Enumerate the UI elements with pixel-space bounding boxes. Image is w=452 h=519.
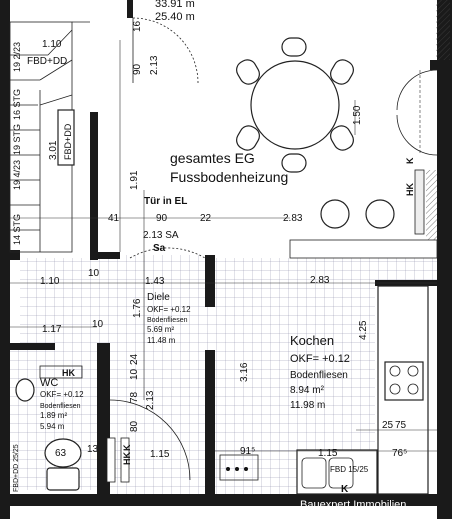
dim-2-13-b: 2.13	[145, 390, 156, 410]
dim-91: 91⁵	[240, 446, 255, 457]
dim-16: 16	[132, 20, 143, 32]
dim-75: 75	[395, 420, 407, 431]
area-top-2: 25.40 m	[155, 11, 195, 23]
dim-63: 63	[55, 448, 67, 459]
dim-41: 41	[108, 213, 120, 224]
wc-label: WC	[40, 377, 58, 389]
fbd-dd-label: FBD+DD	[27, 56, 67, 67]
dim-76: 76⁵	[392, 448, 407, 459]
dim-2-83-b: 2.83	[310, 275, 330, 286]
stair-label-19-1: 19 STG	[12, 124, 22, 155]
dim-1-15: 1.15	[150, 449, 170, 460]
terrace-door	[396, 69, 438, 156]
door-el-label: Tür in EL	[144, 196, 187, 207]
stool	[365, 199, 395, 229]
k-label: K	[341, 484, 349, 495]
diele-label: Diele	[147, 292, 170, 303]
fbd-kitchen-label: FBD 15/25	[330, 465, 369, 474]
dim-4-25: 4.25	[358, 320, 369, 340]
kitchen-floor: Bodenfliesen	[290, 370, 348, 381]
kitchen-label: Kochen	[290, 333, 334, 348]
dim-3-16: 3.16	[239, 362, 250, 382]
dim-1-10-top: 1.10	[42, 39, 62, 50]
hk-label: HK	[405, 183, 415, 196]
dim-1-17: 1.17	[42, 324, 62, 335]
dim-1-10: 1.10	[40, 276, 60, 287]
dimension-values: 1.10 16 90 2.13 1.50 3.01 1.91 41 90 22 …	[40, 20, 407, 460]
sa-label: Sa	[153, 243, 166, 254]
kitchen-okf: OKF= +0.12	[290, 353, 350, 365]
dim-1-50: 1.50	[352, 105, 363, 125]
corridor-tiled-floor	[215, 258, 437, 280]
diele-okf: OKF= +0.12	[147, 305, 191, 314]
kitchen-counter	[219, 239, 438, 495]
diele-door	[129, 247, 206, 259]
dim-24: 24	[129, 353, 140, 365]
wc-door	[109, 399, 191, 481]
door-marker	[106, 437, 116, 483]
diele-perimeter: 11.48 m	[147, 336, 176, 345]
dim-25: 25	[382, 420, 394, 431]
dim-90-b: 90	[156, 213, 168, 224]
dim-10-b: 10	[92, 319, 104, 330]
dim-10-c: 10	[129, 368, 140, 380]
landing-tiled-floor	[20, 258, 97, 350]
heating-line-2: Fussbodenheizung	[170, 169, 288, 185]
wc-perimeter: 5.94 m	[40, 422, 65, 431]
dim-10: 10	[88, 268, 100, 279]
watermark: Bauexpert Immobilien	[300, 499, 406, 511]
area-top-1: 33.91 m	[155, 0, 195, 10]
dim-80: 80	[129, 420, 140, 432]
fbd-wc-label: FBD+DD 25/25	[13, 444, 20, 492]
dim-2-83: 2.83	[283, 213, 303, 224]
stair-label-14: 14 STG	[12, 214, 22, 245]
diele-tiled-floor	[97, 255, 215, 495]
sa-dimension: 2.13 SA	[143, 230, 179, 241]
dining-table	[236, 37, 354, 173]
stair-label-19: 19 2/23	[12, 42, 22, 72]
dim-2-13: 2.13	[149, 55, 160, 75]
stool	[320, 199, 350, 229]
dim-1-43: 1.43	[145, 276, 165, 287]
dim-1-76: 1.76	[132, 298, 143, 318]
stair-label-19-4: 19 4/23	[12, 160, 22, 190]
wc-okf: OKF= +0.12	[40, 390, 84, 399]
k-label: K	[405, 157, 415, 164]
hatched-wall-top	[436, 0, 450, 60]
diele-area: 5.69 m²	[147, 325, 174, 334]
hatched-wall-right	[426, 170, 437, 240]
kitchen-perimeter: 11.98 m	[290, 400, 325, 411]
door-marker	[120, 437, 130, 483]
dim-3-01: 3.01	[48, 140, 59, 160]
heating-line-1: gesamtes EG	[170, 150, 255, 166]
door-marker	[414, 169, 425, 235]
wc-area: 1.89 m²	[40, 411, 67, 420]
staircase	[9, 21, 90, 253]
wc-fixtures	[15, 365, 83, 491]
wc-floor: Bodenfliesen	[40, 403, 81, 410]
living-door	[132, 17, 199, 84]
stair-label-16: 16 STG	[12, 89, 22, 120]
dim-13: 13	[87, 444, 99, 455]
dim-90: 90	[132, 63, 143, 75]
kitchen-area: 8.94 m²	[290, 385, 325, 396]
dim-22: 22	[200, 213, 212, 224]
dimension-lines	[10, 40, 437, 452]
dim-78: 78	[129, 391, 140, 403]
hk-label: HK	[122, 452, 132, 465]
diele-floor: Bodenfliesen	[147, 317, 188, 324]
k-label: K	[122, 444, 132, 451]
dim-1-91: 1.91	[129, 170, 140, 190]
dim-1-15-b: 1.15	[318, 448, 338, 459]
fbd-dd-vertical-label: FBD+DD	[63, 123, 73, 160]
hk-label: HK	[62, 368, 75, 378]
